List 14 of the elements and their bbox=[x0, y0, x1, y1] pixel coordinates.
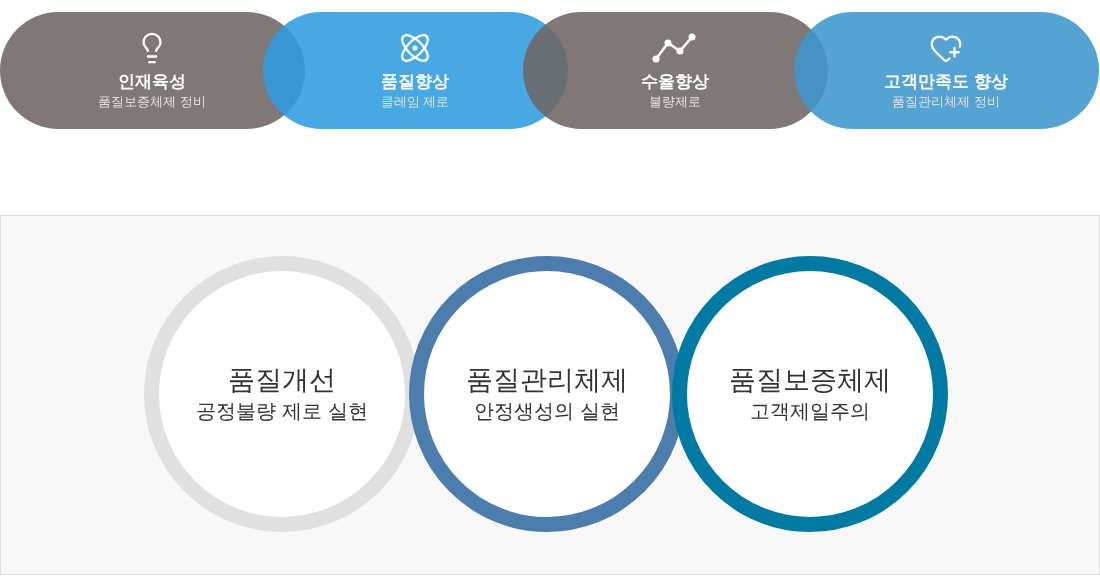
circle-title: 품질보증체제 bbox=[729, 363, 891, 397]
circle-title: 품질개선 bbox=[228, 363, 336, 397]
pill-subtitle: 클레임 제로 bbox=[380, 94, 450, 111]
pill-title: 고객만족도 향상 bbox=[884, 70, 1008, 92]
pill-subtitle: 불량제로 bbox=[649, 94, 701, 111]
pill-subtitle: 품질보증체제 정비 bbox=[98, 94, 206, 111]
circle-subtitle: 고객제일주의 bbox=[750, 399, 870, 425]
pill-title: 인재육성 bbox=[118, 70, 186, 92]
circle-title: 품질관리체제 bbox=[466, 363, 628, 397]
pill-title: 수율향상 bbox=[641, 70, 709, 92]
pill-title: 품질향상 bbox=[381, 70, 449, 92]
circle-subtitle: 안정생성의 실현 bbox=[474, 399, 620, 425]
circle-subtitle: 공정불량 제로 실현 bbox=[196, 399, 368, 425]
pill-subtitle: 품질관리체제 정비 bbox=[892, 94, 1000, 111]
